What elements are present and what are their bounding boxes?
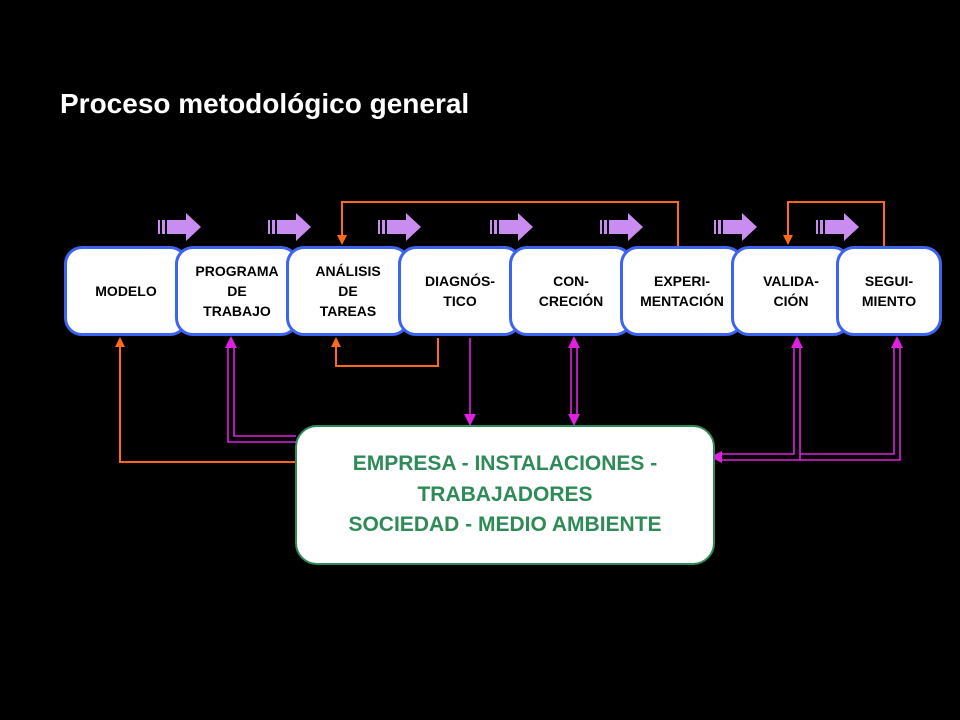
step-validacion: VALIDA- CIÓN (731, 246, 851, 336)
step-modelo: MODELO (64, 246, 188, 336)
feedback-line-seguimiento-validacion (783, 201, 885, 246)
step-analisis-de-tareas: ANÁLISIS DE TAREAS (286, 246, 410, 336)
step-concrecion: CON- CRECIÓN (509, 246, 633, 336)
feedback-line-empresa-modelo (115, 337, 296, 463)
flow-arrow-icon (268, 213, 311, 241)
center-box-line1: EMPRESA - INSTALACIONES - (352, 452, 658, 476)
step-seguimiento: SEGUI- MIENTO (836, 246, 942, 336)
flow-arrow-icon (600, 213, 643, 241)
flow-arrow-icon (158, 213, 201, 241)
link-line-programa (227, 345, 296, 443)
feedback-line-experimentacion-analisis (337, 201, 679, 246)
center-box-line3: SOCIEDAD - MEDIO AMBIENTE (348, 513, 662, 537)
link-line-seguimiento (800, 345, 895, 455)
empresa-sociedad-box: EMPRESA - INSTALACIONES - TRABAJADORES S… (295, 425, 715, 565)
step-programa-de-trabajo: PROGRAMA DE TRABAJO (175, 246, 299, 336)
link-line-validacion (722, 345, 795, 455)
feedback-line-diagnostico-analisis (331, 337, 439, 367)
link-arrowheads (225, 336, 903, 463)
step-experimentacion: EXPERI- MENTACIÓN (620, 246, 744, 336)
flow-arrow-icon (816, 213, 859, 241)
center-box-line2: TRABAJADORES (417, 482, 593, 506)
flow-arrow-icon (378, 213, 421, 241)
flow-arrow-icon (490, 213, 533, 241)
flow-arrow-icon (714, 213, 757, 241)
step-diagnostico: DIAGNÓS- TICO (398, 246, 522, 336)
page-title: Proceso metodológico general (60, 88, 470, 119)
